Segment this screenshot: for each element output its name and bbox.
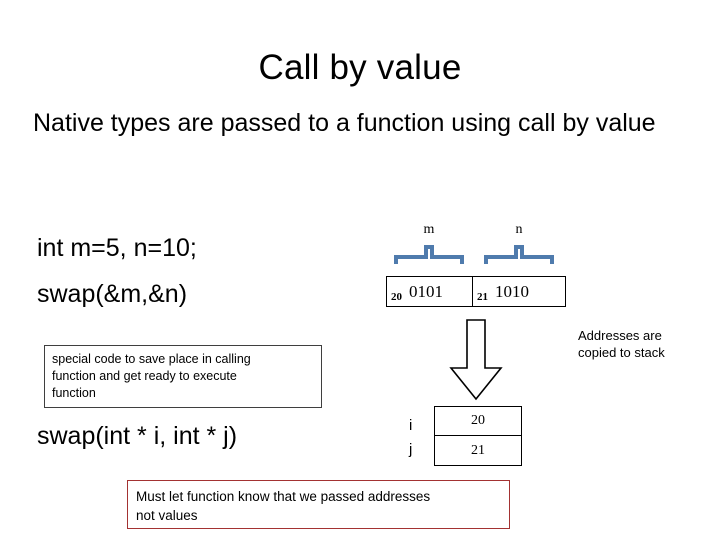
stack-cell-j: 21 <box>435 436 521 465</box>
code-function-signature: swap(int * i, int * j) <box>37 422 238 450</box>
memory-value-n: 1010 <box>495 282 529 301</box>
stack-cell-i: 20 <box>435 407 521 436</box>
addresses-note-line-2: copied to stack <box>578 345 665 360</box>
special-code-line-2: function and get ready to execute <box>52 369 237 383</box>
code-declaration-line: int m=5, n=10; <box>37 234 197 262</box>
special-code-callout: special code to save place in calling fu… <box>44 345 322 408</box>
bottom-note-line-2: not values <box>136 508 198 523</box>
variable-label-m: m <box>423 222 435 237</box>
parameter-label-j: j <box>409 441 413 458</box>
addresses-copied-note: Addresses are copied to stack <box>578 327 713 361</box>
bottom-note-line-1: Must let function know that we passed ad… <box>136 489 431 504</box>
down-arrow-icon <box>449 319 503 401</box>
stack-value-i: 20 <box>471 413 485 428</box>
stack-value-j: 21 <box>471 442 485 458</box>
intro-paragraph: Native types are passed to a function us… <box>33 109 656 137</box>
memory-address-m: 20 <box>391 291 402 303</box>
memory-value-m: 0101 <box>409 282 443 301</box>
code-call-line: swap(&m,&n) <box>37 280 188 308</box>
special-code-line-1: special code to save place in calling <box>52 352 251 366</box>
stack-frame-box: 20 21 <box>434 406 522 466</box>
bottom-warning-note: Must let function know that we passed ad… <box>127 480 510 529</box>
brace-m-icon <box>394 245 464 264</box>
memory-cells-row: 20 0101 21 1010 <box>386 276 566 307</box>
page-title: Call by value <box>258 48 462 87</box>
variable-label-n: n <box>515 222 523 237</box>
special-code-line-3: function <box>52 386 96 400</box>
addresses-note-line-1: Addresses are <box>578 328 662 343</box>
brace-n-icon <box>484 245 554 264</box>
memory-cell-m: 20 0101 <box>387 277 473 306</box>
memory-address-n: 21 <box>477 291 488 303</box>
memory-cell-n: 21 1010 <box>473 277 564 306</box>
parameter-label-i: i <box>409 417 413 434</box>
